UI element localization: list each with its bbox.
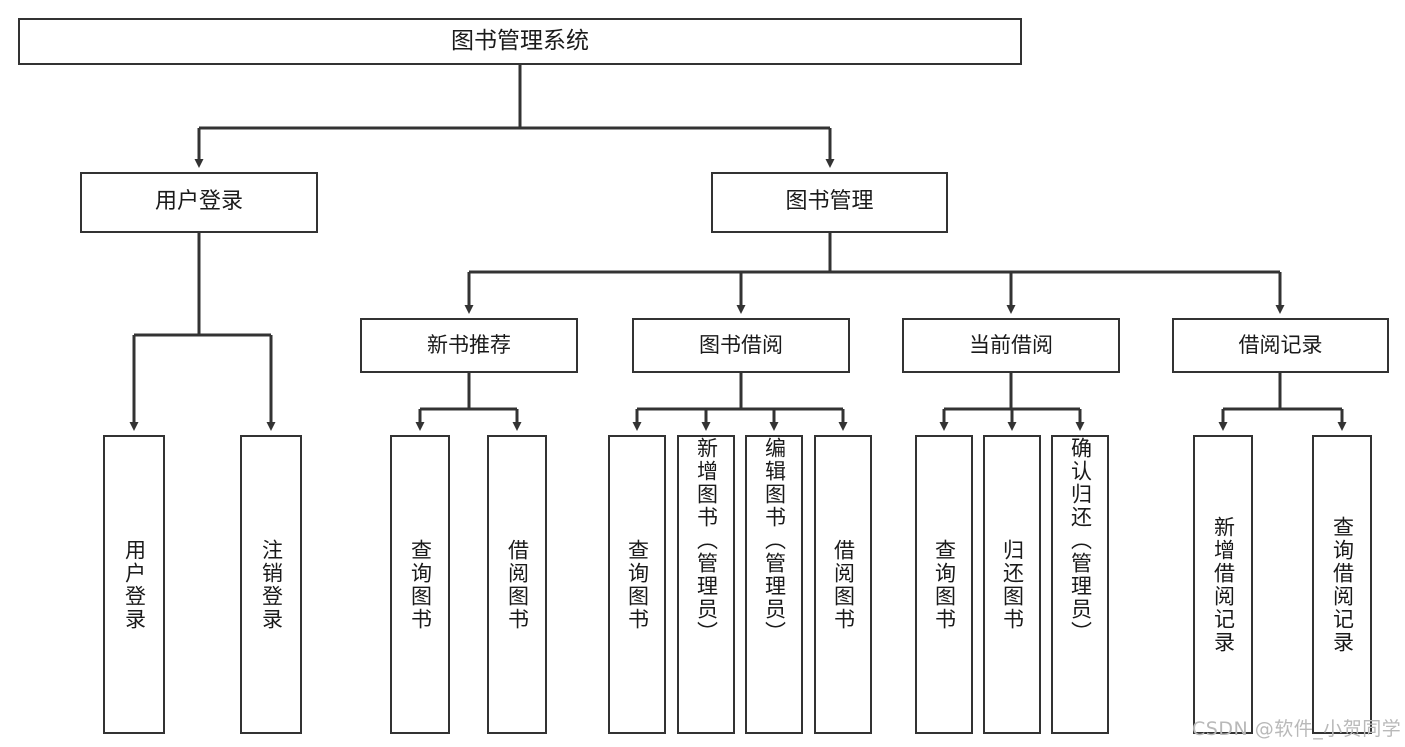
node-label: 编辑图书（管理员） [762,437,787,644]
node-label: 借阅图书 [505,538,530,631]
node-leaf-query-borrow-record[interactable]: 查询借阅记录 [1312,435,1372,734]
node-label: 查询图书 [625,538,650,631]
node-leaf-query-books-borrow[interactable]: 查询图书 [608,435,666,734]
node-label: 新增借阅记录 [1211,515,1236,654]
node-label: 当前借阅 [969,332,1053,357]
node-book-borrow[interactable]: 图书借阅 [632,318,850,373]
node-leaf-user-login[interactable]: 用户登录 [103,435,165,734]
node-user-login[interactable]: 用户登录 [80,172,318,233]
node-leaf-logout[interactable]: 注销登录 [240,435,302,734]
node-label: 归还图书 [1000,538,1025,631]
node-root-system[interactable]: 图书管理系统 [18,18,1022,65]
node-label: 用户登录 [154,189,243,215]
node-label: 查询图书 [932,538,957,631]
node-book-management[interactable]: 图书管理 [711,172,948,233]
node-leaf-query-books-current[interactable]: 查询图书 [915,435,973,734]
node-borrow-records[interactable]: 借阅记录 [1172,318,1389,373]
node-label: 图书管理 [785,189,874,215]
node-leaf-edit-book-admin[interactable]: 编辑图书（管理员） [745,435,803,734]
node-leaf-return-books[interactable]: 归还图书 [983,435,1041,734]
node-label: 确认归还（管理员） [1068,437,1093,644]
node-label: 新书推荐 [427,332,511,357]
node-label: 查询图书 [408,538,433,631]
node-leaf-confirm-return-admin[interactable]: 确认归还（管理员） [1051,435,1109,734]
node-leaf-borrow-books[interactable]: 借阅图书 [814,435,872,734]
node-label: 借阅图书 [831,538,856,631]
node-label: 新增图书（管理员） [694,437,719,644]
node-new-book-recommend[interactable]: 新书推荐 [360,318,578,373]
node-label: 注销登录 [259,538,284,631]
node-label: 查询借阅记录 [1330,515,1355,654]
node-leaf-add-book-admin[interactable]: 新增图书（管理员） [677,435,735,734]
node-leaf-add-borrow-record[interactable]: 新增借阅记录 [1193,435,1253,734]
node-current-borrow[interactable]: 当前借阅 [902,318,1120,373]
node-label: 借阅记录 [1238,332,1323,357]
node-label: 用户登录 [122,538,147,631]
node-label: 图书管理系统 [451,27,589,54]
node-leaf-query-books-recommend[interactable]: 查询图书 [390,435,450,734]
watermark: CSDN @软件_小贺同学 [1192,718,1402,740]
node-label: 图书借阅 [699,332,783,357]
node-leaf-borrow-books-recommend[interactable]: 借阅图书 [487,435,547,734]
